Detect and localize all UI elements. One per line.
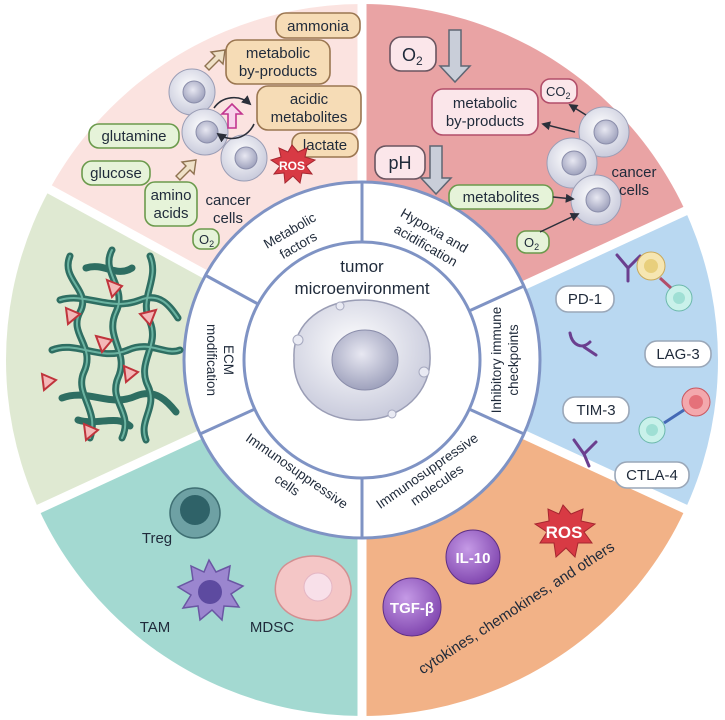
tam-label: TAM	[140, 619, 171, 636]
metabolic-cancer-cells-line1: cancer	[205, 192, 250, 209]
pd1-box	[555, 285, 615, 313]
hypoxia-panel: O2 metabolic by-products CO2 pH metaboli…	[374, 29, 657, 254]
pink-up-arrow-icon	[220, 102, 244, 129]
o2-small-box	[516, 230, 550, 254]
ros-starburst-large-icon	[533, 504, 597, 559]
ammonia-box	[275, 12, 361, 39]
panel-checkpoints-bg	[362, 193, 718, 527]
co2-label: CO2	[546, 84, 571, 101]
amino-acids-box	[144, 181, 198, 227]
ctla4-box	[614, 461, 690, 489]
metabolic-cancer-cells-line2: cells	[213, 210, 243, 227]
svg-text:checkpoints: checkpoints	[506, 324, 521, 396]
lag3-box	[644, 340, 712, 368]
ros-label-molecules: ROS	[546, 523, 583, 542]
byproducts-line2: by-products	[239, 63, 317, 80]
receptor-icon-2	[568, 331, 598, 357]
ecm-cleavage-triangles	[40, 278, 158, 442]
svg-text:Inhibitory immune: Inhibitory immune	[489, 307, 504, 414]
o2-label-hypoxia: O2	[402, 45, 423, 68]
hypoxia-byproducts-line2: by-products	[446, 113, 524, 130]
checkpoints-panel: PD-1 LAG-3 TIM-3 CTLA-4	[555, 251, 712, 489]
ph-label: pH	[388, 153, 411, 173]
glutamine-label: glutamine	[101, 128, 166, 145]
mdsc-cell-icon	[274, 555, 352, 622]
metabolic-cancer-cells-icon	[168, 68, 268, 182]
il10-label: IL-10	[455, 550, 490, 567]
ph-box	[374, 145, 426, 180]
mdsc-label: MDSC	[250, 619, 294, 636]
metabolites-label: metabolites	[463, 189, 540, 206]
lag3-label: LAG-3	[656, 346, 699, 363]
metabolic-panel: ammonia metabolic by-products acidic met…	[81, 12, 362, 250]
ring-dividers	[199, 182, 525, 538]
o2-label-metabolic: O2	[199, 232, 214, 249]
ros-starburst-icon	[269, 144, 317, 185]
hypoxia-cancer-cells-line1: cancer	[611, 164, 656, 181]
svg-text:modification: modification	[204, 324, 219, 396]
hypoxia-byproducts-box	[431, 88, 539, 136]
tcell-interaction-icon-1	[636, 251, 693, 312]
o2-small-label: O2	[524, 235, 539, 252]
treg-label: Treg	[142, 530, 172, 547]
tim3-box	[562, 396, 630, 424]
ecm-fiber-highlights	[51, 249, 181, 441]
amino-line1: amino	[151, 187, 192, 204]
il10-sphere-icon	[445, 529, 501, 585]
ammonia-label: ammonia	[287, 18, 349, 35]
ros-label-metabolic: ROS	[279, 159, 305, 173]
glucose-box	[81, 160, 151, 186]
amino-line2: acids	[153, 205, 188, 222]
cells-panel: Treg TAM MDSC	[140, 487, 352, 636]
glucose-label: glucose	[90, 165, 142, 182]
tam-cell-icon	[176, 558, 245, 622]
o2-box-metabolic	[192, 228, 220, 250]
acidic-line2: metabolites	[271, 109, 348, 126]
panel-ecm-bg	[6, 190, 362, 527]
metabolic-cycle-arrows-icon	[213, 95, 255, 143]
tgfb-label: TGF-β	[390, 600, 434, 617]
down-arrow-ph-icon	[419, 145, 453, 196]
center-title-line2: microenvironment	[294, 279, 429, 298]
down-arrow-o2-icon	[438, 29, 472, 84]
hypoxia-cancer-cells-line2: cells	[619, 182, 649, 199]
pd1-label: PD-1	[568, 291, 602, 308]
hypoxia-byproducts-line1: metabolic	[453, 95, 518, 112]
receptor-icon-3	[572, 438, 598, 468]
tcell-interaction-icon-2	[638, 387, 711, 444]
hypoxia-arrows-icon	[539, 104, 587, 233]
svg-text:ECM: ECM	[221, 345, 236, 375]
glutamine-box	[88, 123, 180, 149]
center-title-line1: tumor	[340, 257, 384, 276]
arrow-from-amino-icon	[175, 159, 197, 181]
byproducts-line1: metabolic	[246, 45, 311, 62]
tgfb-sphere-icon	[382, 577, 442, 637]
ctla4-label: CTLA-4	[626, 467, 678, 484]
lactate-label: lactate	[303, 137, 347, 154]
tim3-label: TIM-3	[576, 402, 615, 419]
o2-box-hypoxia	[389, 36, 437, 72]
ring-label-checkpoints: Inhibitory immune checkpoints	[489, 307, 521, 414]
co2-box	[540, 78, 578, 104]
ring-label-ecm: ECM modification	[204, 324, 236, 396]
receptor-icon-1	[615, 253, 642, 283]
arrow-to-byproducts-icon	[204, 49, 226, 71]
metabolic-byproducts-box	[225, 39, 331, 85]
acidic-metabolites-box	[256, 85, 362, 131]
treg-cell-icon	[169, 487, 221, 539]
center-tumor-cell-icon	[292, 299, 431, 421]
acidic-line1: acidic	[290, 91, 329, 108]
